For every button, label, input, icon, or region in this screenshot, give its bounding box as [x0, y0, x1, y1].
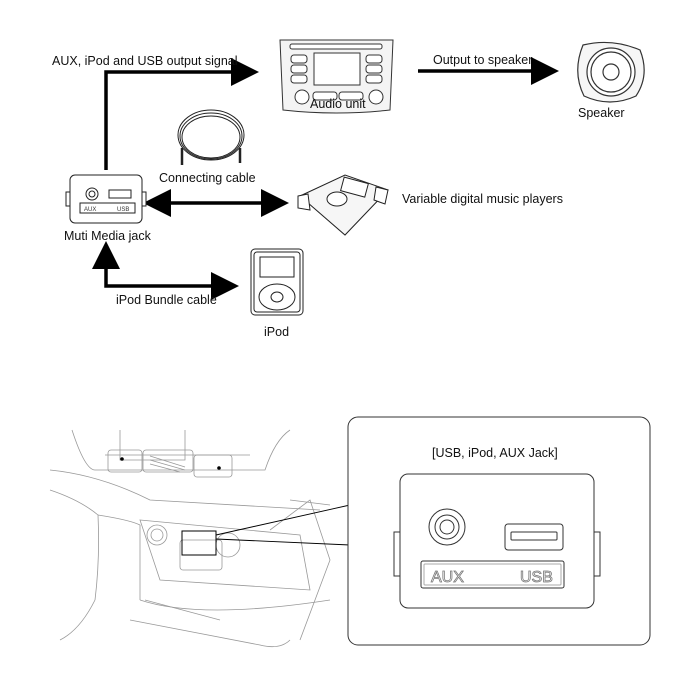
audio-unit-icon [279, 39, 394, 114]
label-output-to-speaker: Output to speaker [433, 53, 533, 67]
jack-small-usb-label: USB [117, 207, 129, 213]
label-speaker: Speaker [578, 106, 625, 120]
label-audio-unit: Audio unit [310, 97, 366, 111]
digital-player-icon [297, 174, 389, 236]
label-output-signal: AUX, iPod and USB output signal [52, 54, 238, 68]
label-ipod: iPod [264, 325, 290, 339]
jack-small-aux-label: AUX [84, 207, 96, 213]
label-digital-players: Variable digital music players [402, 192, 563, 206]
callout-line-bottom [215, 538, 351, 546]
speaker-icon [577, 41, 645, 103]
detail-title: [USB, iPod, AUX Jack] [432, 446, 558, 460]
arrow-ipod-cable [92, 241, 239, 300]
multimedia-jack-detail [393, 473, 601, 609]
console-jack-highlight [181, 530, 217, 556]
detail-usb-label: USB [520, 569, 553, 586]
connecting-cable-icon [177, 109, 245, 165]
label-multimedia-jack: Muti Media jack [64, 229, 151, 243]
detail-aux-label: AUX [431, 569, 464, 586]
console-illustration [49, 429, 331, 648]
label-connecting-cable: Connecting cable [159, 171, 256, 185]
multimedia-jack-icon [65, 174, 147, 224]
label-ipod-cable: iPod Bundle cable [116, 293, 217, 307]
ipod-icon [250, 248, 304, 316]
callout-line-top [215, 504, 351, 536]
arrow-output-signal [104, 58, 259, 170]
